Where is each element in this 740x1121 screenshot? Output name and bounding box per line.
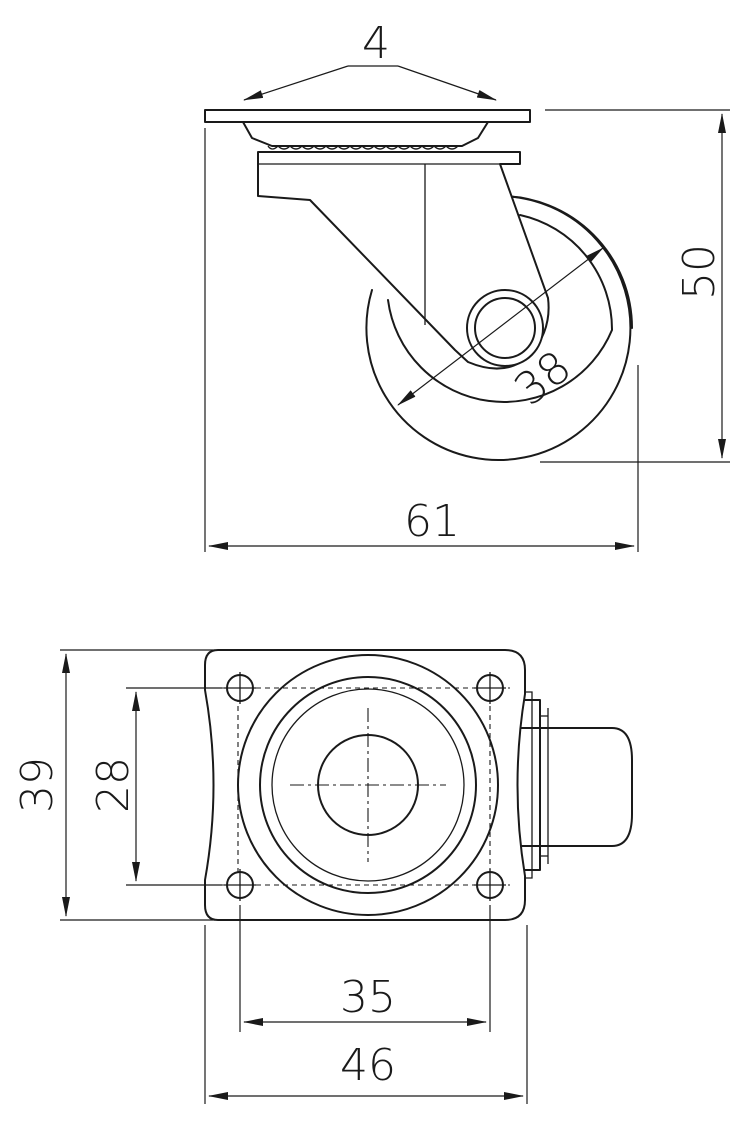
dim-hole-spacing-horizontal: 35 bbox=[340, 972, 396, 1023]
wheel-tire bbox=[365, 195, 632, 461]
bolt-hole-top-right bbox=[474, 672, 506, 704]
bolt-hole-bottom-left bbox=[224, 869, 256, 901]
mounting-plate-side bbox=[204, 109, 531, 123]
dim-line-plate-thickness-right bbox=[397, 65, 497, 101]
bearing-cone bbox=[242, 121, 489, 147]
bolt-hole-bottom-right bbox=[474, 869, 506, 901]
dim-hole-spacing-vertical: 28 bbox=[88, 757, 139, 813]
side-view: 38 4 50 61 bbox=[204, 18, 730, 552]
swivel-ring-inner bbox=[271, 688, 465, 882]
dim-plate-height: 39 bbox=[12, 757, 63, 813]
swivel-ring-mid bbox=[259, 676, 477, 894]
dim-line-wheel-diameter bbox=[397, 247, 604, 406]
dim-plate-width: 46 bbox=[340, 1040, 396, 1091]
dim-height: 50 bbox=[674, 244, 725, 300]
wheel-top bbox=[519, 727, 633, 847]
swivel-ring-outer bbox=[237, 654, 499, 916]
dim-line-plate-thickness-left bbox=[243, 65, 349, 101]
dim-plate-thickness: 4 bbox=[362, 18, 390, 69]
top-view: 39 28 35 46 bbox=[12, 649, 633, 1104]
ball-raceway bbox=[267, 145, 459, 150]
bolt-hole-top-left bbox=[224, 672, 256, 704]
dim-length: 61 bbox=[404, 496, 460, 547]
